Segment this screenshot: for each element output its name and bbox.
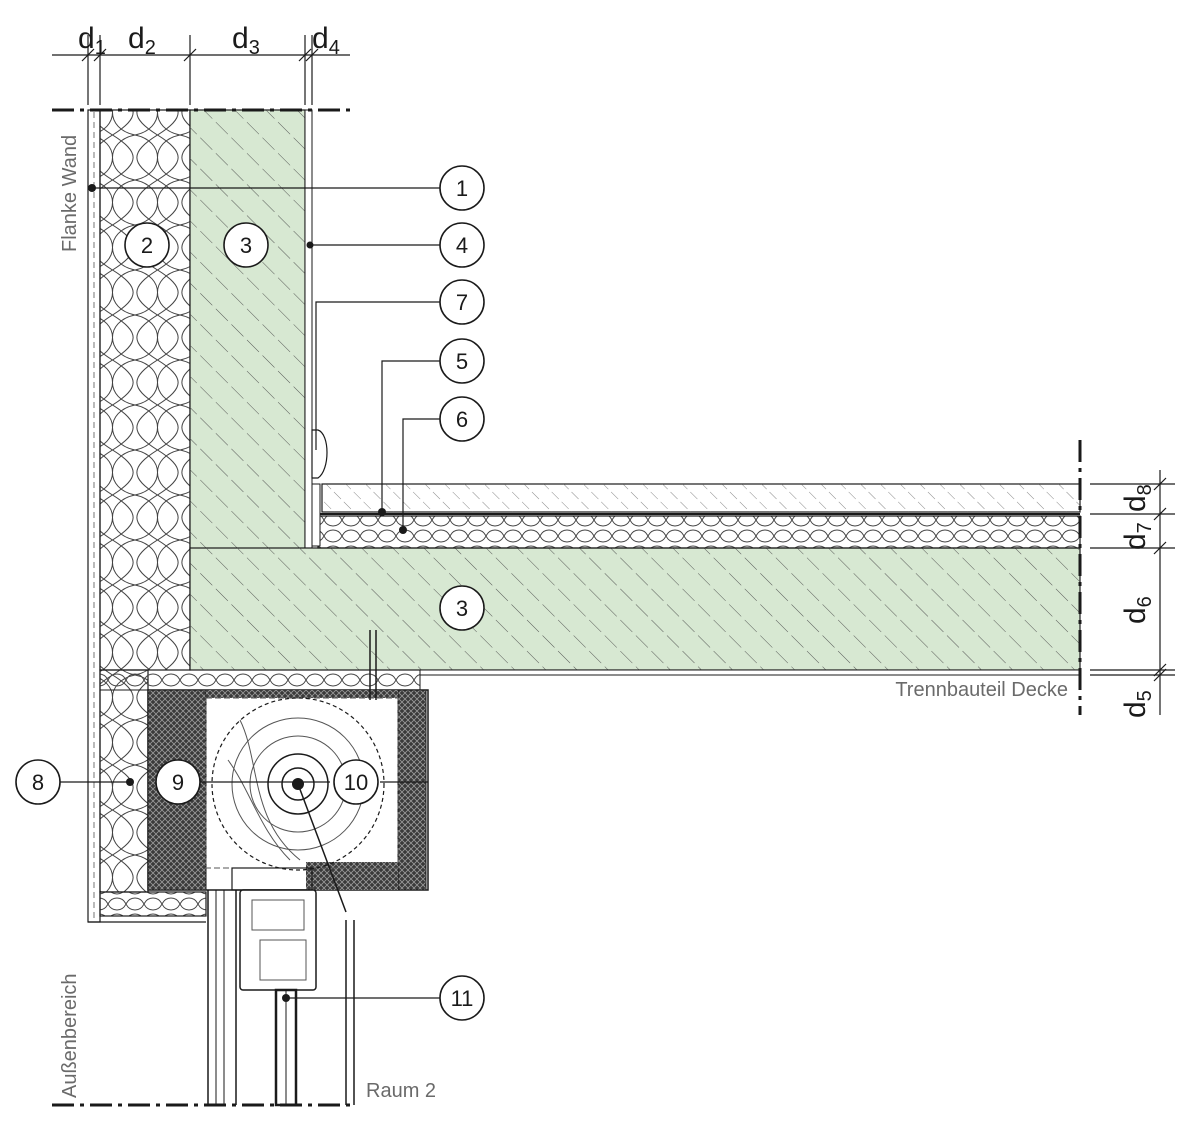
right-dimension-line	[1090, 470, 1175, 715]
label-aussenbereich: Außenbereich	[59, 973, 81, 1098]
impact-sound-insulation	[317, 515, 1081, 549]
callout-3: 3	[439, 585, 485, 631]
callout-number: 2	[141, 233, 153, 258]
wall-insulation-layer	[99, 109, 191, 671]
callout-circle	[15, 759, 61, 805]
callout-circle	[155, 759, 201, 805]
callout-number: 4	[456, 233, 468, 258]
leader-dots	[88, 184, 407, 1002]
callout-11: 11	[439, 975, 485, 1021]
callout-1: 1	[439, 165, 485, 211]
dim-label-d2: d2	[128, 22, 156, 59]
callout-number: 5	[456, 349, 468, 374]
leader-lines	[60, 187, 440, 999]
label-raum2: Raum 2	[366, 1080, 436, 1102]
label-flanke-wand: Flanke Wand	[59, 135, 81, 252]
soffit-plaster	[419, 669, 1081, 676]
dim-label-d1: d1	[78, 22, 106, 59]
callout-8: 8	[15, 759, 61, 805]
callout-number: 11	[451, 986, 474, 1011]
callout-number: 6	[456, 407, 468, 432]
dim-label-d4: d4	[312, 22, 340, 59]
edge-insulation-strip	[311, 483, 321, 547]
shutter-roll	[211, 697, 385, 871]
callout-circle	[439, 338, 485, 384]
callout-number: 7	[456, 290, 468, 315]
callout-circle	[439, 975, 485, 1021]
callout-2: 2	[124, 222, 170, 268]
shutter-box-insulation-inner	[397, 689, 427, 891]
callout-number: 3	[456, 596, 468, 621]
lintel-insulation	[99, 669, 149, 893]
callout-5: 5	[439, 338, 485, 384]
exterior-wall	[87, 109, 313, 923]
dimension-labels: d1 d2 d3 d4 d5 d6 d7 d8	[78, 22, 1156, 718]
dim-label-d6: d6	[1119, 596, 1156, 624]
label-trennbauteil-decke: Trennbauteil Decke	[895, 679, 1068, 701]
callout-circle	[439, 165, 485, 211]
dim-label-d3: d3	[232, 22, 260, 59]
window-frame	[207, 867, 355, 1107]
floor-buildup	[311, 429, 1081, 549]
top-dimension-line	[52, 35, 350, 105]
skirting-board	[311, 429, 328, 479]
dim-label-d7: d7	[1119, 522, 1156, 550]
callout-circle	[333, 759, 379, 805]
callout-number: 3	[240, 233, 252, 258]
callout-circle	[124, 222, 170, 268]
break-lines	[52, 108, 1082, 1107]
dim-label-d5: d5	[1119, 690, 1156, 718]
callout-number: 9	[172, 770, 184, 795]
callout-10: 10	[333, 759, 379, 805]
callout-number: 10	[344, 770, 368, 795]
callout-6: 6	[439, 396, 485, 442]
callout-9: 9	[155, 759, 201, 805]
callout-group: 1 2 3 4 5 6 7 8 9 10 11 3	[15, 165, 485, 1021]
callout-circle	[439, 396, 485, 442]
callout-circle	[439, 222, 485, 268]
interior-plaster-layer	[304, 109, 313, 551]
callout-7: 7	[439, 279, 485, 325]
callout-circle	[439, 279, 485, 325]
callout-circle	[223, 222, 269, 268]
callout-circle	[439, 585, 485, 631]
dim-label-d8: d8	[1119, 484, 1156, 512]
callout-3: 3	[223, 222, 269, 268]
concrete-slab	[99, 547, 1081, 691]
callout-number: 1	[456, 176, 468, 201]
callout-number: 8	[32, 770, 44, 795]
callout-4: 4	[439, 222, 485, 268]
